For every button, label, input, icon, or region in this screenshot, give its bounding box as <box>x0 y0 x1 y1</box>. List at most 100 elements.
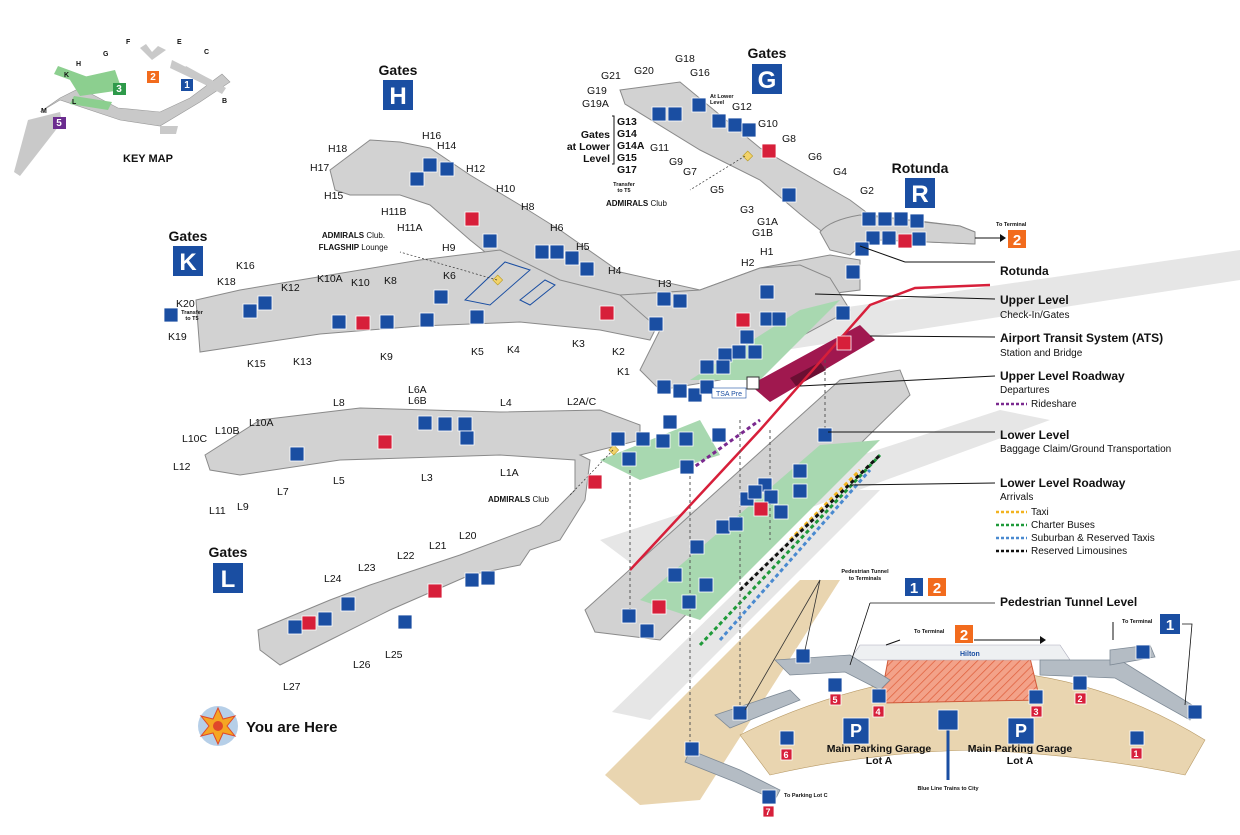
aed-icon <box>735 312 751 328</box>
gate-label: H8 <box>521 201 535 213</box>
restroom-icon <box>257 295 273 311</box>
upper-roadway-band <box>690 250 1240 360</box>
accessible-icon <box>835 305 851 321</box>
gate-label: L5 <box>333 475 345 487</box>
gate-label: G20 <box>634 65 654 77</box>
gate-label: G6 <box>808 151 822 163</box>
gate-label: K2 <box>612 346 625 358</box>
escalator-icon <box>579 261 595 277</box>
svg-text:Lot A: Lot A <box>866 755 893 767</box>
elevator-icon <box>871 688 887 704</box>
gate-label: K8 <box>384 275 397 287</box>
hilton-hotel-building <box>879 657 1041 704</box>
parking-ramp-area <box>605 580 840 805</box>
gate-label: G10 <box>758 118 778 130</box>
terminal-2-number: 2 <box>933 580 941 597</box>
admirals-club-k-label: ADMIRALS Club. <box>322 231 385 240</box>
you-are-here-marker-box <box>746 376 760 390</box>
elevator-number-badge <box>1074 692 1087 705</box>
legend: Rotunda Upper Level Check-In/Gates Airpo… <box>799 245 1171 609</box>
tsa-pre-sign <box>711 387 747 399</box>
gates-g-letter: G <box>758 67 777 94</box>
svg-text:G14A: G14A <box>617 140 645 152</box>
key-terminal-1: 1 <box>184 80 190 91</box>
key-letter: L <box>72 99 77 106</box>
gates-g-heading: Gates <box>748 45 787 61</box>
gate-labels-g: G18 G20 G16 G21 G19 G19A G12 G10 G8 G11 … <box>582 53 874 239</box>
terminal-1-number: 1 <box>1166 617 1174 634</box>
taxi-lane <box>788 468 862 542</box>
leader-line <box>744 579 821 711</box>
terminal-1-number: 1 <box>910 580 918 597</box>
key-letter: E <box>177 39 182 46</box>
key-map-title: KEY MAP <box>123 153 173 165</box>
gate-label: H15 <box>324 190 343 202</box>
gate-label: K20 <box>176 298 195 310</box>
gate-label: K6 <box>443 270 456 282</box>
restroom-icon <box>711 113 727 129</box>
legend-taxi: Taxi <box>1031 507 1049 518</box>
gates-k-letter: K <box>179 249 197 276</box>
gates-k-badge <box>173 246 203 276</box>
svg-text:Main Parking Garage: Main Parking Garage <box>968 743 1073 755</box>
svg-text:G13: G13 <box>617 116 637 128</box>
svg-text:Lot A: Lot A <box>1007 755 1034 767</box>
aed-icon <box>761 143 777 159</box>
to-terminal-2-bottom-label: To Terminal <box>914 629 945 635</box>
gate-label: H10 <box>496 183 515 195</box>
elevator-icon <box>1135 644 1151 660</box>
gate-label: L25 <box>385 649 403 661</box>
gate-label: G19 <box>587 85 607 97</box>
gate-label: K12 <box>281 282 300 294</box>
restroom-icon <box>747 484 763 500</box>
gates-k-heading: Gates <box>169 228 208 244</box>
gates-h-letter: H <box>389 83 406 110</box>
gate-label: G1A <box>757 216 778 228</box>
gate-label: K1 <box>617 366 630 378</box>
gate-label: K10 <box>351 277 370 289</box>
at-lower-level-note: At Lower Level <box>710 94 734 106</box>
aed-icon <box>427 583 443 599</box>
restroom-icon <box>655 433 671 449</box>
legend-leader <box>849 482 996 486</box>
arrow-head <box>1040 636 1046 644</box>
baggage-icon <box>728 516 744 532</box>
gate-label: K10A <box>317 273 343 285</box>
restroom-icon <box>549 244 565 260</box>
elevator-icon <box>684 741 700 757</box>
gate-label: K19 <box>168 331 187 343</box>
gate-label: H18 <box>328 143 347 155</box>
legend-pedestrian-tunnel: Pedestrian Tunnel Level <box>1000 595 1137 609</box>
gate-label: L8 <box>333 397 345 409</box>
escalator-icon <box>459 430 475 446</box>
accessible-icon <box>909 213 925 229</box>
escalator-icon <box>739 329 755 345</box>
gate-label: G12 <box>732 101 752 113</box>
gate-label: H3 <box>658 278 672 290</box>
elevator-number-badge <box>1030 705 1043 718</box>
transfer-t5-k: Transfer to T5 <box>181 310 204 322</box>
restroom-icon <box>672 293 688 309</box>
parking-icon <box>1007 717 1035 745</box>
svg-text:Level: Level <box>710 100 725 106</box>
restroom-icon <box>651 106 667 122</box>
gate-label: K5 <box>471 346 484 358</box>
gate-label: K9 <box>380 351 393 363</box>
admirals-k-marker <box>492 274 504 286</box>
restroom-icon <box>433 289 449 305</box>
gate-label: L6B <box>408 395 427 407</box>
restroom-icon <box>681 594 697 610</box>
restroom-icon <box>340 596 356 612</box>
gate-label: H11A <box>397 222 423 234</box>
elevator-icon <box>621 608 637 624</box>
key-letter: K <box>64 72 69 79</box>
aed-icon <box>599 305 615 321</box>
legend-upper-roadway-sub: Departures <box>1000 385 1049 396</box>
gate-label: K15 <box>247 358 266 370</box>
legend-lower-roadway-sub: Arrivals <box>1000 492 1033 503</box>
restroom-icon <box>711 427 727 443</box>
legend-lower-roadway: Lower Level Roadway <box>1000 476 1126 490</box>
gate-label: L11 <box>209 505 226 517</box>
legend-upper-roadway: Upper Level Roadway <box>1000 369 1125 383</box>
to-parking-lot-c-label: To Parking Lot C <box>784 793 828 799</box>
